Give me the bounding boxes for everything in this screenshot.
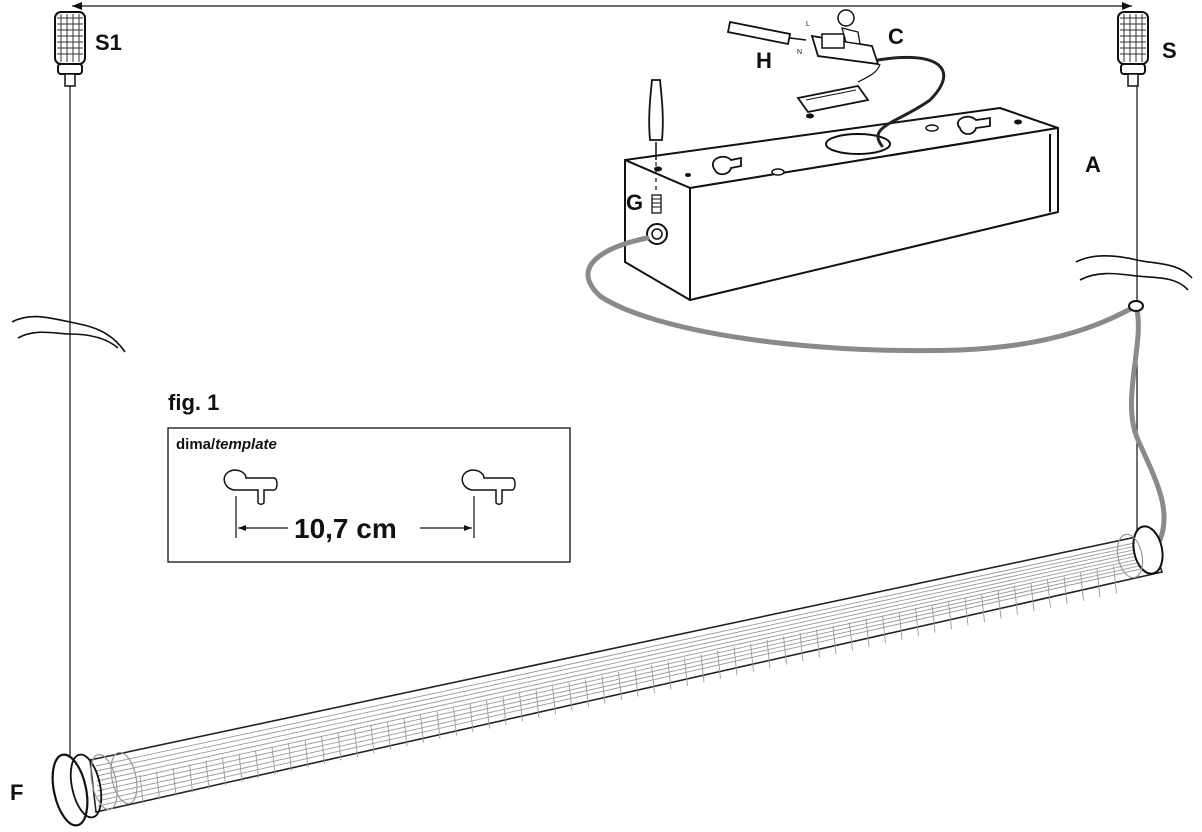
tube-led-segment <box>948 601 952 630</box>
template-label: dima/template <box>176 436 277 453</box>
tube-led-segment <box>321 735 325 764</box>
tube-led-segment <box>189 764 193 793</box>
tube-led-segment <box>156 771 160 800</box>
tube-inner-line <box>97 562 1154 802</box>
tube-led-segment <box>568 682 573 711</box>
label-c: C <box>888 24 904 49</box>
tube-led-segment <box>733 647 738 676</box>
tube-led-segment <box>486 700 490 729</box>
tube-led-segment <box>1047 579 1051 608</box>
ceiling-anchor-s <box>1117 11 1149 87</box>
lamp-power-cable <box>585 235 1167 543</box>
tube-led-segment <box>799 632 804 662</box>
ceiling-anchor-s1 <box>54 11 86 87</box>
tube-inner-line <box>96 542 1149 772</box>
tube-led-segment <box>403 718 408 747</box>
tube-led-segment <box>139 774 144 804</box>
fixing-screw-g <box>651 194 662 214</box>
tube-led-segment <box>288 743 292 772</box>
template-dimension: 10,7 cm <box>294 513 397 544</box>
tube-led-segment <box>502 696 507 725</box>
tube-led-segment <box>585 679 589 708</box>
tube-led-segment <box>1014 586 1018 615</box>
tester-h <box>726 20 807 46</box>
connector-c: L N <box>797 9 880 66</box>
tube-led-segment <box>783 636 787 665</box>
tube-led-segment <box>1080 572 1084 601</box>
led-tube <box>51 525 1164 827</box>
tube-led-segment <box>651 664 655 693</box>
tube-led-segment <box>222 757 226 786</box>
tube-led-segment <box>420 714 424 743</box>
tube-led-segment <box>304 739 309 768</box>
tube-led-segment <box>1063 576 1068 605</box>
tube-led-segment <box>882 615 886 644</box>
label-s1: S1 <box>95 30 122 55</box>
label-g: G <box>626 190 643 215</box>
tube-led-segment <box>816 629 820 658</box>
wire-break-left <box>11 315 126 353</box>
canopy-box-a <box>624 107 1059 301</box>
tube-led-segment <box>387 721 391 750</box>
tube-led-segment <box>865 618 870 647</box>
tube-inner-line <box>97 555 1152 792</box>
tube-led-segment <box>766 640 771 669</box>
tube-led-segment <box>436 711 441 740</box>
tube-led-segment <box>238 753 243 782</box>
template-box: dima/template <box>167 427 571 563</box>
tube-led-segment <box>1113 565 1117 594</box>
tube-led-segment <box>1030 583 1035 612</box>
label-s: S <box>1162 38 1177 63</box>
tube-led-segment <box>634 668 639 697</box>
tube-led-segment <box>535 689 540 718</box>
tube-led-segment <box>271 746 276 775</box>
tube-inner-line <box>96 552 1152 787</box>
label-f: F <box>10 780 23 805</box>
tube-led-segment <box>618 672 622 701</box>
screwdriver <box>648 79 664 190</box>
figure-title: fig. 1 <box>168 390 219 415</box>
connector-mark-l: L <box>806 21 810 28</box>
tube-led-segment <box>552 686 556 715</box>
tube-inner-line <box>96 549 1151 782</box>
tube-led-segment <box>337 732 342 761</box>
tube-led-segment <box>849 622 853 651</box>
tube-inner-line <box>97 565 1155 807</box>
tube-led-segment <box>915 608 919 637</box>
tube-led-segment <box>255 750 259 779</box>
label-h: H <box>756 48 772 73</box>
tube-inner-line <box>96 546 1150 777</box>
tube-led-segment <box>964 597 969 626</box>
tube-led-segment <box>898 611 903 640</box>
template-label-prefix: dima/ <box>176 436 216 453</box>
top-span-line <box>72 2 1132 10</box>
tube-led-segment <box>700 654 705 683</box>
tube-led-segment <box>1096 569 1101 598</box>
tube-led-segment <box>832 625 837 654</box>
supply-cable <box>876 55 946 148</box>
tube-led-segment <box>717 650 721 679</box>
tube-led-segment <box>172 767 177 796</box>
tube-led-segment <box>370 725 375 754</box>
connector-mark-n: N <box>797 49 802 56</box>
tube-led-segment <box>519 693 523 722</box>
tube-led-segment <box>205 760 210 789</box>
tube-led-segment <box>981 593 985 622</box>
tube-inner-line <box>97 559 1153 797</box>
tube-led-segment <box>684 657 688 686</box>
tube-led-segment <box>469 703 474 733</box>
tube-led-segment <box>997 590 1002 619</box>
tube-led-segment <box>453 707 457 736</box>
tube-led-segment <box>931 604 936 633</box>
tube-led-segment <box>750 643 754 672</box>
tube-led-segment <box>601 675 606 704</box>
template-label-italic: template <box>215 436 277 453</box>
connector-cover <box>796 63 881 113</box>
wire-break-right <box>1075 254 1193 291</box>
tube-led-segment <box>667 661 672 690</box>
label-a: A <box>1085 152 1101 177</box>
tube-led-segment <box>354 728 358 757</box>
tube-inner-line <box>95 539 1149 767</box>
